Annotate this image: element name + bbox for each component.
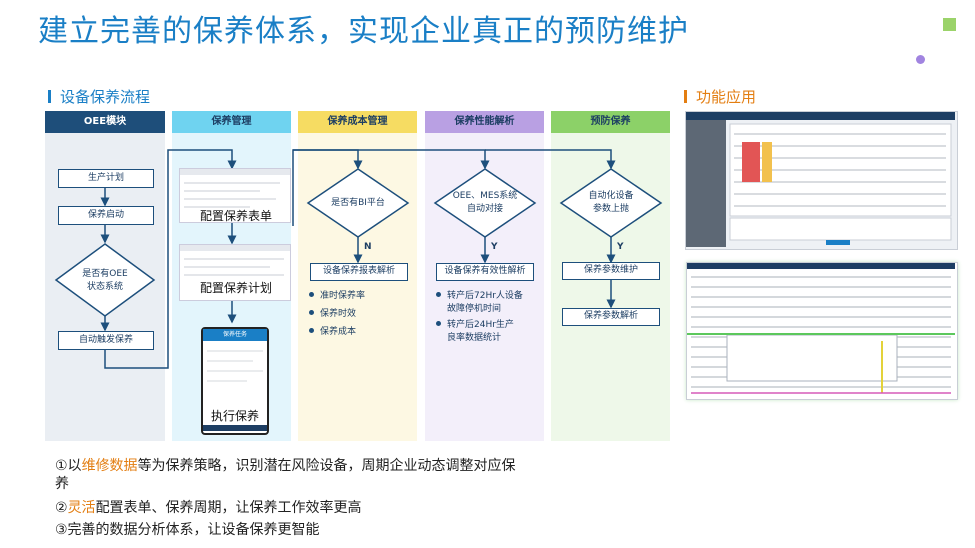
decision-label-prev: 自动化设备 参数上抛 (588, 191, 634, 214)
decision-diamond-perf (433, 168, 537, 238)
bullet-dot (436, 292, 441, 297)
section-marker (48, 90, 51, 103)
column-header-oee: OEE模块 (45, 111, 165, 133)
node-auto-trigger: 自动触发保养 (58, 331, 154, 350)
bullet-dot (436, 321, 441, 326)
form-mockup (180, 169, 290, 208)
statement-1-wrap: 养 (55, 476, 69, 492)
decision-diamond-oee (54, 243, 156, 317)
plan-mockup (180, 245, 290, 276)
function-screenshot-2 (686, 262, 958, 400)
decision-diamond-cost (306, 168, 410, 238)
process-section-header: 设备保养流程 (48, 86, 150, 107)
node-param-maintain: 保养参数维护 (562, 262, 660, 280)
page-title: 建立完善的保养体系，实现企业真正的预防维护 (38, 14, 689, 49)
mobile-mockup (203, 350, 267, 431)
node-cost-report: 设备保养报表解析 (310, 263, 408, 281)
section-marker (684, 90, 687, 103)
function-section-header: 功能应用 (684, 86, 756, 107)
column-header-mgmt: 保养管理 (172, 111, 291, 133)
bullet-perf-2: 转产后24Hr生产 良率数据统计 (436, 319, 514, 345)
bullet-dot (309, 292, 314, 297)
column-header-perf: 保养性能解析 (425, 111, 544, 133)
node-production-plan: 生产计划 (58, 169, 154, 188)
function-section-label: 功能应用 (696, 88, 757, 106)
decorative-square (943, 18, 956, 31)
node-perf-analysis: 设备保养有效性解析 (436, 263, 534, 281)
bullet-cost-3: 保养成本 (309, 326, 356, 339)
bullet-cost-2: 保养时效 (309, 308, 356, 321)
bullet-dot (309, 328, 314, 333)
node-maintenance-start: 保养启动 (58, 206, 154, 225)
label-config-form: 配置保养表单 (200, 209, 273, 223)
decision-label-perf: OEE、MES系统 自动对接 (452, 191, 518, 214)
decision-label-cost: 是否有BI平台 (331, 198, 385, 208)
column-header-prev: 预防保养 (551, 111, 670, 133)
config-form-screenshot (179, 168, 291, 223)
function-screenshot-1 (685, 111, 958, 250)
branch-label-prev: Y (617, 242, 624, 252)
config-plan-screenshot (179, 244, 291, 301)
bullet-dot (309, 310, 314, 315)
bullet-perf-1: 转产后72Hr人设备 故障停机时间 (436, 290, 523, 316)
highlight-maintenance-data: 维修数据 (81, 458, 138, 474)
column-header-cost: 保养成本管理 (298, 111, 417, 133)
branch-label-cost: N (364, 242, 372, 252)
app-screenshot-mockup (686, 112, 955, 247)
app-screenshot-mockup (687, 263, 955, 394)
node-param-analyze: 保养参数解析 (562, 308, 660, 326)
label-config-plan: 配置保养计划 (200, 281, 273, 295)
branch-label-perf: Y (491, 242, 498, 252)
statement-1: ①以维修数据等为保养策略，识别潜在风险设备，周期企业动态调整对应保 (55, 458, 516, 474)
decision-diamond-prev (559, 168, 663, 238)
decorative-dot (916, 55, 925, 64)
decision-label-oee: 是否有OEE 状态系统 (82, 269, 128, 292)
process-section-label: 设备保养流程 (60, 88, 151, 106)
statement-2: ②灵活配置表单、保养周期，让保养工作效率更高 (55, 500, 362, 516)
label-execute: 执行保养 (211, 407, 260, 424)
bullet-cost-1: 准时保养率 (309, 290, 365, 303)
mobile-header: 保养任务 (203, 329, 267, 341)
highlight-flexible: 灵活 (67, 500, 96, 516)
statement-3: ③完善的数据分析体系，让设备保养更智能 (55, 522, 320, 538)
